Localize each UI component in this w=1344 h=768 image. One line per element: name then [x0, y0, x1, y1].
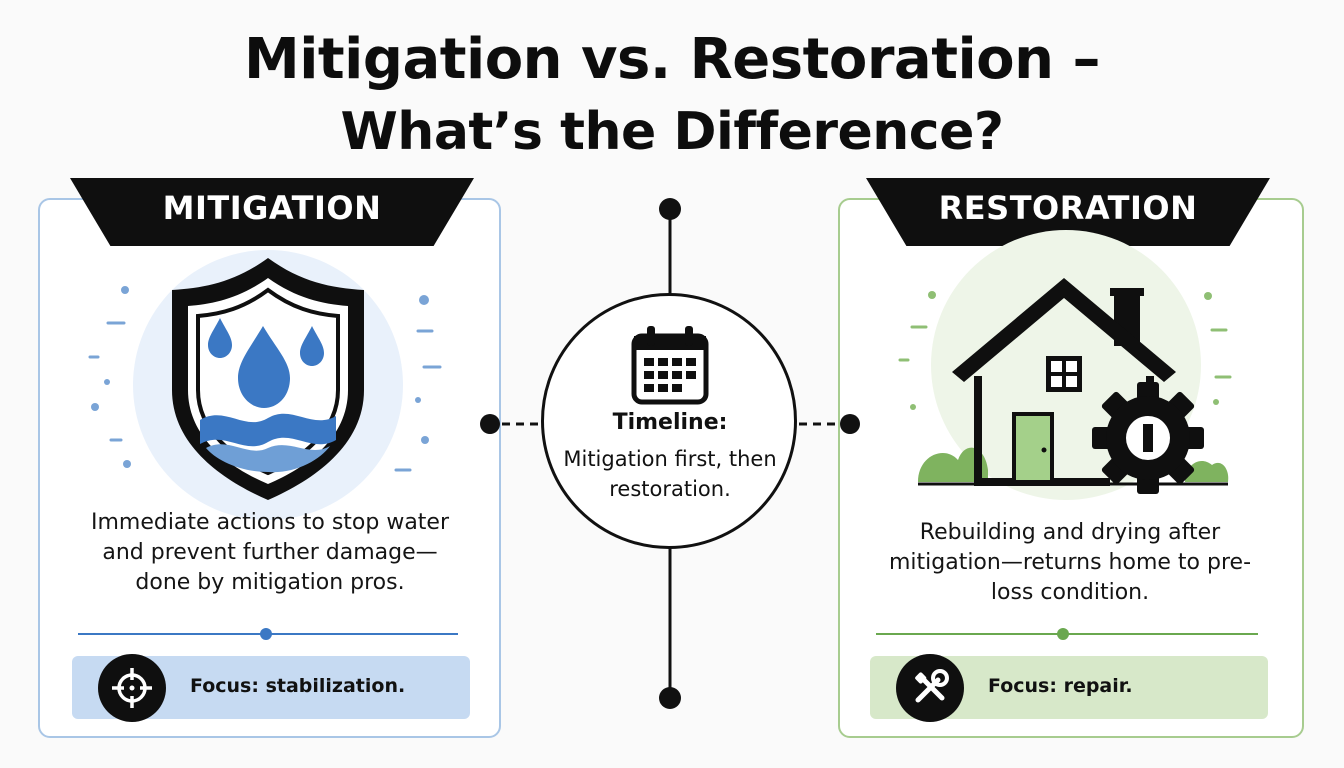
shield-water-drops-icon: [88, 250, 442, 520]
mitigation-heading-tab: MITIGATION: [70, 178, 474, 246]
page-title-line-2: What’s the Difference?: [340, 102, 1004, 162]
mitigation-focus-bar: Focus: stabilization.: [72, 654, 470, 722]
page-title-line-1: Mitigation vs. Restoration –: [243, 27, 1101, 92]
mitigation-description: Immediate actions to stop water and prev…: [90, 510, 450, 595]
restoration-description: Rebuilding and drying after mitigation—r…: [888, 520, 1252, 605]
restoration-focus-bar: Focus: repair.: [870, 654, 1268, 722]
restoration-focus-text: Focus: repair.: [988, 675, 1133, 697]
restoration-heading: RESTORATION: [938, 189, 1198, 227]
tools-wrench-screwdriver-icon: [896, 654, 964, 722]
mitigation-divider: [78, 628, 458, 640]
restoration-divider: [876, 628, 1258, 640]
mitigation-heading: MITIGATION: [162, 189, 382, 227]
timeline-label: Timeline:: [612, 410, 728, 435]
house-gear-icon: [898, 230, 1232, 500]
crosshair-target-icon: [98, 654, 166, 722]
restoration-heading-tab: RESTORATION: [866, 178, 1270, 246]
timeline-text: Mitigation first, then restoration.: [563, 447, 777, 501]
mitigation-focus-text: Focus: stabilization.: [190, 675, 406, 697]
